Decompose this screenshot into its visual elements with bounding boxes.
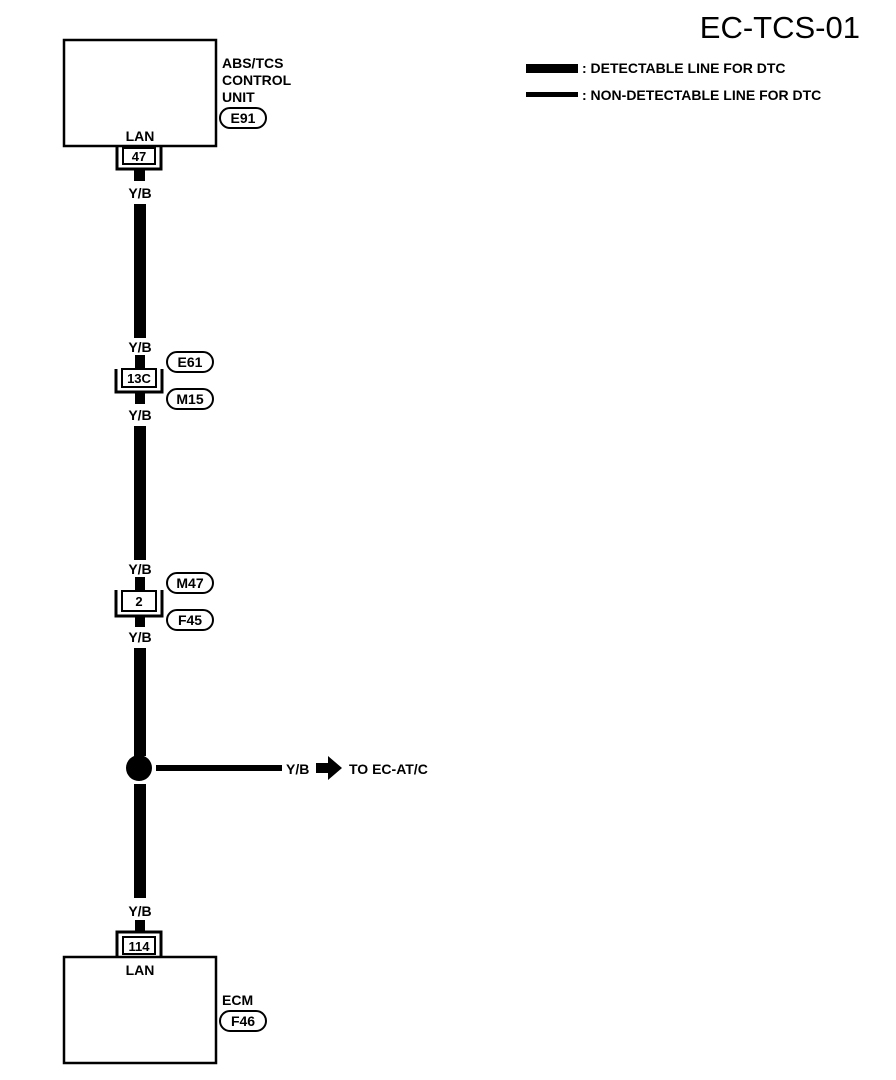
top-terminal-lan-label: LAN <box>126 128 155 144</box>
terminal-114-number: 114 <box>129 939 151 954</box>
legend-detectable-swatch <box>526 64 578 73</box>
wire-color-label-6: Y/B <box>128 903 151 919</box>
wire-segment-2 <box>134 426 146 560</box>
legend-non-detectable-swatch <box>526 92 578 97</box>
abs-tcs-unit-box <box>62 38 218 148</box>
connector-m15-label: M15 <box>176 391 203 407</box>
abs-tcs-name-line3: UNIT <box>222 89 255 105</box>
splice-point <box>126 755 152 781</box>
wire-stub-6 <box>135 920 145 932</box>
connector-e61-label: E61 <box>178 354 203 370</box>
junction-13c: 13C E61 M15 <box>114 351 214 410</box>
connector-e91-label: E91 <box>231 110 256 126</box>
terminal-47-number: 47 <box>132 149 146 164</box>
connector-badge-f45 <box>166 609 214 631</box>
wire-segment-4 <box>134 784 146 898</box>
wire-color-label-1: Y/B <box>128 185 151 201</box>
branch-wire <box>156 765 282 771</box>
wire-segment-1 <box>134 204 146 338</box>
arrow-right-icon <box>316 756 342 780</box>
ecm-unit: LAN ECM F46 <box>62 955 267 1065</box>
legend-non-detectable-label: : NON-DETECTABLE LINE FOR DTC <box>582 87 821 103</box>
junction-2: 2 M47 F45 <box>114 572 214 631</box>
terminal-114: 114 <box>115 930 163 956</box>
legend-detectable-label: : DETECTABLE LINE FOR DTC <box>582 60 786 76</box>
junction-2-number: 2 <box>135 594 142 609</box>
connector-badge-e91 <box>219 107 267 129</box>
abs-tcs-name-line1: ABS/TCS <box>222 55 283 71</box>
terminal-47-box <box>122 147 156 165</box>
connector-badge-m47 <box>166 572 214 594</box>
connector-f46-label: F46 <box>231 1013 255 1029</box>
connector-badge-e61 <box>166 351 214 373</box>
junction-13c-box <box>121 368 157 388</box>
ecm-unit-box <box>62 955 218 1065</box>
bottom-terminal-lan-label: LAN <box>126 962 155 978</box>
junction-13c-number: 13C <box>127 371 151 386</box>
legend: : DETECTABLE LINE FOR DTC : NON-DETECTAB… <box>526 60 821 103</box>
terminal-114-box <box>122 936 156 955</box>
wire-color-label-4: Y/B <box>128 561 151 577</box>
abs-tcs-name-line2: CONTROL <box>222 72 292 88</box>
wire-color-label-5: Y/B <box>128 629 151 645</box>
wire-stub-5 <box>135 616 145 627</box>
connector-badge-m15 <box>166 388 214 410</box>
junction-2-box <box>121 590 157 612</box>
branch-destination-label: TO EC-AT/C <box>349 761 428 777</box>
connector-m47-label: M47 <box>176 575 203 591</box>
wire-stub-2 <box>135 355 145 369</box>
wire-stub-1 <box>134 169 145 181</box>
wire-color-label-3: Y/B <box>128 407 151 423</box>
connector-badge-f46 <box>219 1010 267 1032</box>
connector-f45-label: F45 <box>178 612 202 628</box>
terminal-114-bracket <box>115 930 163 956</box>
diagram-title: EC-TCS-01 <box>700 10 860 45</box>
wire-stub-3 <box>135 392 145 404</box>
wire-stub-4 <box>135 577 145 590</box>
branch-to-ec-atc: Y/B TO EC-AT/C <box>156 756 428 780</box>
terminal-47: 47 <box>115 147 163 171</box>
wire-color-label-2: Y/B <box>128 339 151 355</box>
abs-tcs-control-unit: ABS/TCS CONTROL UNIT E91 LAN <box>62 38 292 148</box>
ecm-name-label: ECM <box>222 992 253 1008</box>
branch-wire-color-label: Y/B <box>286 761 309 777</box>
wire-segment-3 <box>134 648 146 756</box>
